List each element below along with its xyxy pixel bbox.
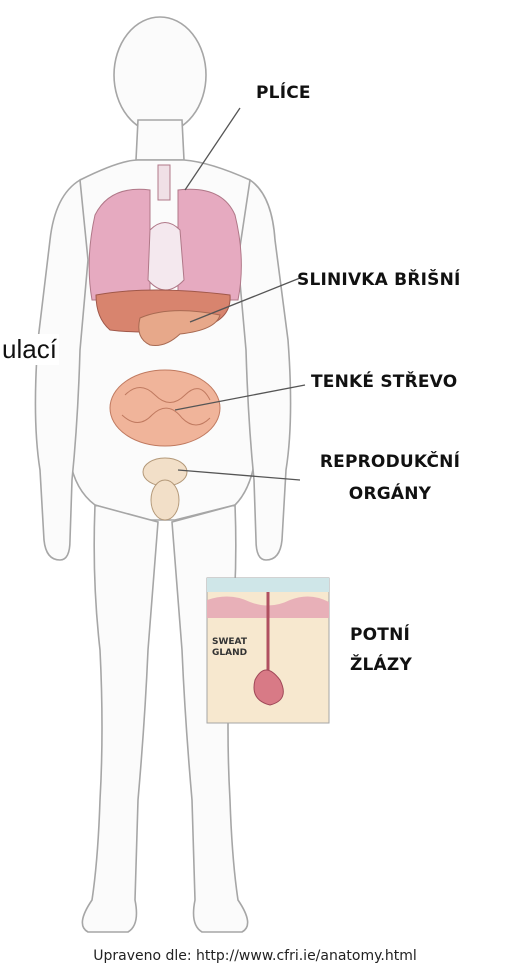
heart — [148, 223, 184, 291]
inset-label-line2: GLAND — [212, 648, 247, 658]
left-leg — [82, 505, 158, 932]
label-reproductive-line2: ORGÁNY — [300, 484, 480, 504]
small-intestine — [110, 370, 220, 446]
right-arm — [238, 180, 291, 560]
trachea — [158, 165, 170, 200]
clipped-text-fragment: ulací — [0, 334, 59, 365]
label-lungs: PLÍCE — [256, 83, 311, 103]
label-small-intestine: TENKÉ STŘEVO — [311, 372, 457, 392]
label-reproductive-line1: REPRODUKČNÍ — [300, 452, 480, 472]
left-arm — [35, 180, 88, 560]
label-pancreas: SLINIVKA BŘIŠNÍ — [297, 270, 461, 290]
label-sweat-glands-line1: POTNÍ — [350, 625, 410, 645]
label-sweat-glands-line2: ŽLÁZY — [350, 655, 412, 675]
inset-label-line1: SWEAT — [212, 637, 247, 647]
head — [114, 17, 206, 133]
neck — [136, 120, 184, 160]
source-caption: Upraveno dle: http://www.cfri.ie/anatomy… — [0, 948, 510, 964]
